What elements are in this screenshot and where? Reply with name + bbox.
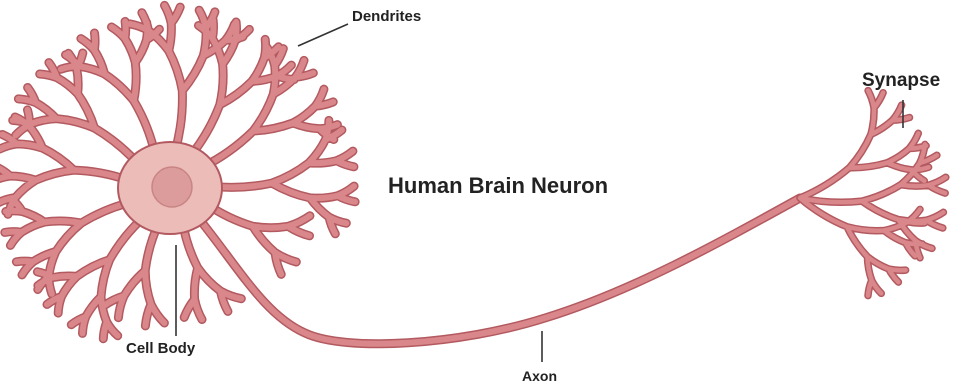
axon-fill xyxy=(200,198,800,344)
cell-body xyxy=(118,142,222,234)
diagram-title: Human Brain Neuron xyxy=(388,173,608,199)
dendrites-leader xyxy=(298,24,348,46)
cell-body-label: Cell Body xyxy=(126,340,195,357)
axon-label: Axon xyxy=(522,368,557,384)
nucleus xyxy=(152,167,192,207)
synapse-label: Synapse xyxy=(862,70,940,92)
synapse-terminal xyxy=(800,91,946,296)
dendrites-label: Dendrites xyxy=(352,8,421,25)
axon-shape xyxy=(200,198,800,344)
